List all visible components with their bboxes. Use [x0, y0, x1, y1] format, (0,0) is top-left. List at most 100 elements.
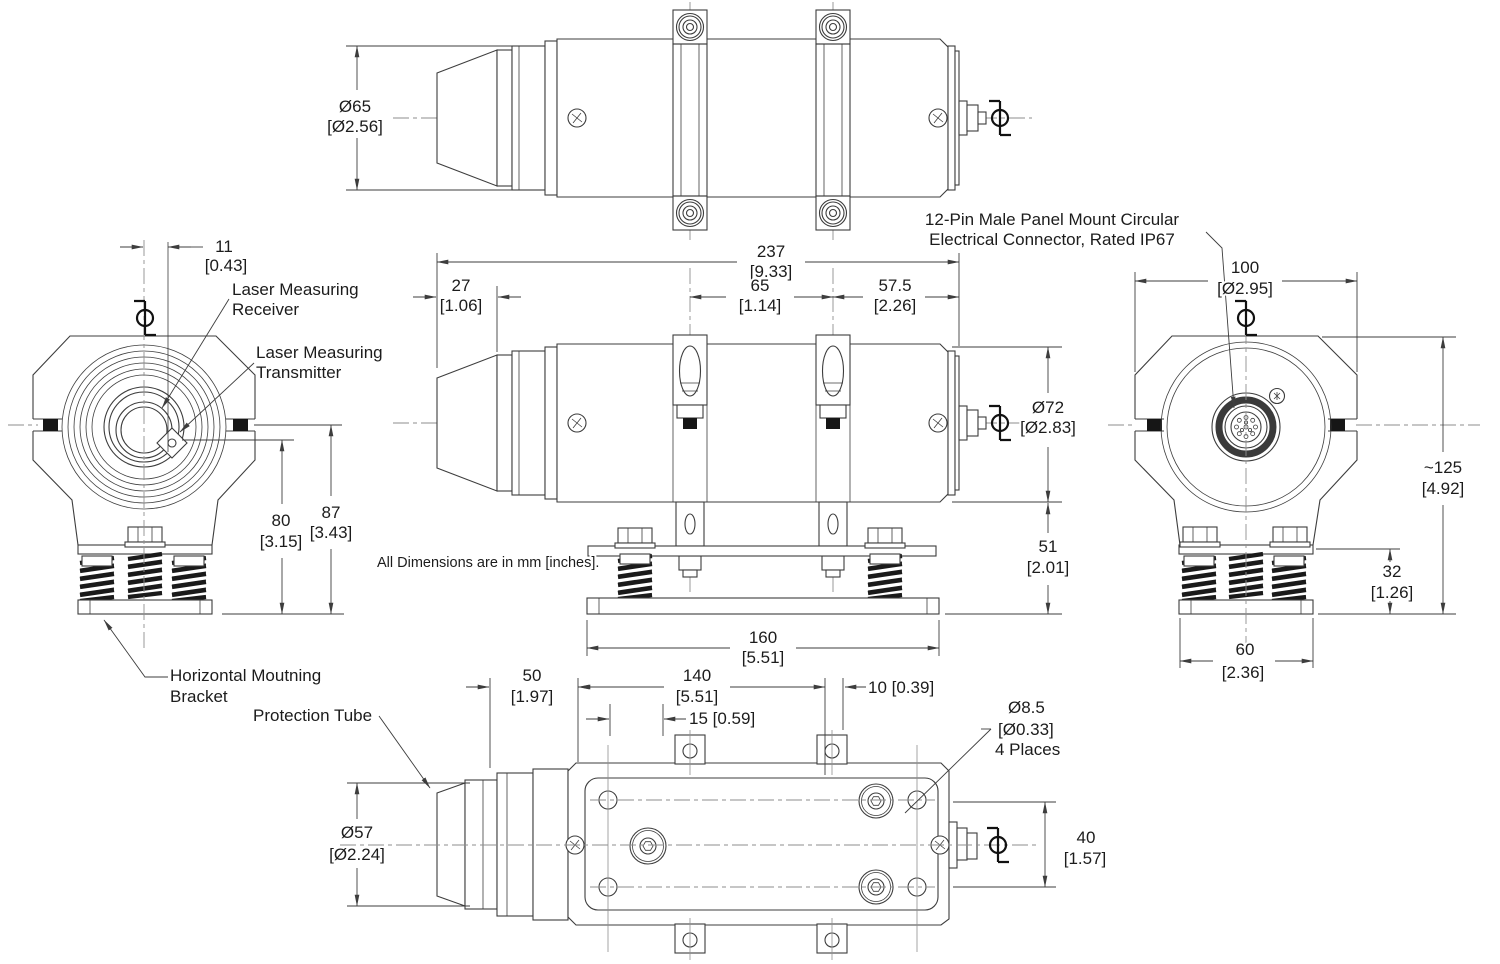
dim-tab-hole-offset: 15 [0.59]	[586, 704, 757, 736]
label-connector-line2: Electrical Connector, Rated IP67	[929, 230, 1175, 249]
sensor-body-top	[556, 38, 987, 198]
dim-hole-spacing-length: 140 [5.51]	[577, 664, 826, 775]
protection-tube-side	[436, 346, 558, 500]
centerline-symbol-side	[987, 404, 1013, 442]
dim-housing-width: 100 [Ø2.95]	[1134, 256, 1358, 372]
dim-base-width-mm: 60	[1236, 640, 1255, 659]
dim-base-plate-width: 60 [2.36]	[1179, 618, 1314, 684]
dim-overall-height-inch: [4.92]	[1422, 479, 1465, 498]
units-note: All Dimensions are in mm [inches].	[377, 555, 599, 571]
dim-tube-od-inch: [Ø2.56]	[327, 117, 383, 136]
dim-isolator-height-inch: [1.26]	[1371, 583, 1414, 602]
dim-isolator-height: 32 [1.26]	[1316, 548, 1415, 615]
dim-hole-spacing-width-mm: 40	[1077, 828, 1096, 847]
dim-clamp-spacing-inch: [1.14]	[739, 296, 782, 315]
rear-view: 12-Pin Male Panel Mount Circular Electri…	[923, 208, 1480, 684]
dim-overall-length-inch: [9.33]	[750, 262, 793, 281]
dim-housing-width-inch: [Ø2.95]	[1217, 279, 1273, 298]
label-protection-tube: Protection Tube	[251, 704, 431, 789]
dim-transmitter-height-mm: 80	[272, 511, 291, 530]
dim-transmitter-height-inch: [3.15]	[260, 532, 303, 551]
centerline-symbol-top	[987, 99, 1013, 137]
dim-tube-section: 50 [1.97]	[466, 664, 602, 768]
dim-hole-spacing-width: 40 [1.57]	[953, 801, 1108, 888]
dim-tube-od-bottom: Ø57 [Ø2.24]	[327, 782, 470, 907]
dim-nose-length-mm: 27	[452, 276, 471, 295]
label-connector-line1: 12-Pin Male Panel Mount Circular	[925, 210, 1180, 229]
front-view: 11 [0.43] 80 [3.15] 87 [3.43] Laser Meas…	[8, 235, 431, 789]
protection-tube-bottom	[436, 768, 569, 921]
dim-tab-hole-offset-text: 15 [0.59]	[689, 709, 755, 728]
label-bracket-line1: Horizontal Moutning	[170, 666, 321, 685]
label-transmitter-line2: Transmitter	[256, 363, 342, 382]
dim-hole-spacing-length-inch: [5.51]	[676, 687, 719, 706]
dim-axis-height-mm: 87	[322, 503, 341, 522]
dim-mount-hole-inch: [Ø0.33]	[998, 720, 1054, 739]
dim-mount-hole-mm: Ø8.5	[1008, 698, 1045, 717]
centerline-symbol-rear	[1233, 299, 1259, 337]
dim-clamp-spacing-mm: 65	[751, 276, 770, 295]
bottom-view: 50 [1.97] 140 [5.51] 10 [0.39] 15 [0.59]…	[327, 664, 1108, 960]
label-receiver-line2: Receiver	[232, 300, 299, 319]
dim-overall-length: 237 [9.33]	[436, 240, 960, 368]
dim-mount-hole: Ø8.5 [Ø0.33] 4 Places	[904, 696, 1062, 814]
dim-hole-spacing-length-mm: 140	[683, 666, 711, 685]
label-transmitter: Laser Measuring Transmitter	[179, 341, 385, 433]
dim-transmitter-offset: 11 [0.43]	[120, 235, 249, 452]
sensor-body-side	[556, 343, 987, 503]
sensor-body-bottom	[565, 734, 978, 954]
bracket-bar-side	[587, 527, 937, 557]
label-connector: 12-Pin Male Panel Mount Circular Electri…	[923, 208, 1236, 409]
dim-tube-od-mm: Ø65	[339, 97, 371, 116]
mounting-clamp-top-2	[815, 9, 851, 231]
dim-body-to-base-inch: [2.01]	[1027, 558, 1070, 577]
side-view: 237 [9.33] 27 [1.06] 65 [1.14] 57.5 [2.2…	[375, 240, 1078, 669]
dim-nose-length-inch: [1.06]	[440, 296, 483, 315]
dim-isolator-height-mm: 32	[1383, 562, 1402, 581]
dim-overall-height-mm: ~125	[1424, 458, 1462, 477]
dim-clamp-spacing: 65 [1.14]	[689, 274, 834, 317]
dim-base-width-inch: [2.36]	[1222, 663, 1265, 682]
dim-transmitter-offset-inch: [0.43]	[205, 256, 248, 275]
electrical-connector-rear	[1211, 387, 1286, 462]
dim-nose-length: 27 [1.06]	[413, 274, 521, 352]
spring-isolators-rear	[1178, 526, 1314, 615]
spring-isolators-side	[586, 553, 940, 615]
dim-rear-clamp-inch: [2.26]	[874, 296, 917, 315]
dim-tube-od-top: Ø65 [Ø2.56]	[325, 45, 522, 191]
label-transmitter-line1: Laser Measuring	[256, 343, 383, 362]
label-receiver: Laser Measuring Receiver	[161, 278, 361, 409]
dim-base-plate-length: 160 [5.51]	[586, 620, 940, 669]
dim-tube-section-mm: 50	[523, 666, 542, 685]
centerline-symbol-front	[132, 299, 158, 337]
dim-body-to-base: 51 [2.01]	[945, 502, 1071, 615]
dim-hole-to-end: 10 [0.39]	[842, 676, 936, 730]
laser-transmitter-aperture	[156, 427, 188, 459]
dim-rear-clamp-mm: 57.5	[878, 276, 911, 295]
housing-front	[32, 335, 256, 546]
dim-housing-width-mm: 100	[1231, 258, 1259, 277]
centerline-symbol-bottom	[985, 826, 1011, 864]
dim-base-length-mm: 160	[749, 628, 777, 647]
dim-mount-hole-qty: 4 Places	[995, 740, 1060, 759]
label-tube-text: Protection Tube	[253, 706, 372, 725]
dim-overall-height: ~125 [4.92]	[1318, 336, 1466, 615]
label-receiver-line1: Laser Measuring	[232, 280, 359, 299]
label-bracket: Horizontal Moutning Bracket	[103, 619, 323, 708]
mounting-clamp-top-1	[672, 9, 708, 231]
spring-isolators-front	[77, 526, 213, 615]
dim-tube-section-inch: [1.97]	[511, 687, 554, 706]
dim-body-to-base-mm: 51	[1039, 537, 1058, 556]
dim-tube-od-bottom-inch: [Ø2.24]	[329, 845, 385, 864]
dim-body-od: Ø72 [Ø2.83]	[952, 346, 1078, 503]
dim-hole-spacing-width-inch: [1.57]	[1064, 849, 1107, 868]
dim-body-od-inch: [Ø2.83]	[1020, 418, 1076, 437]
top-view: Ø65 [Ø2.56]	[325, 2, 1032, 240]
dim-overall-length-mm: 237	[757, 242, 785, 261]
dim-rear-clamp-to-end: 57.5 [2.26]	[832, 274, 960, 317]
dim-hole-to-end-text: 10 [0.39]	[868, 678, 934, 697]
dim-tube-od-bottom-mm: Ø57	[341, 823, 373, 842]
dim-body-od-mm: Ø72	[1032, 398, 1064, 417]
label-bracket-line2: Bracket	[170, 687, 228, 706]
